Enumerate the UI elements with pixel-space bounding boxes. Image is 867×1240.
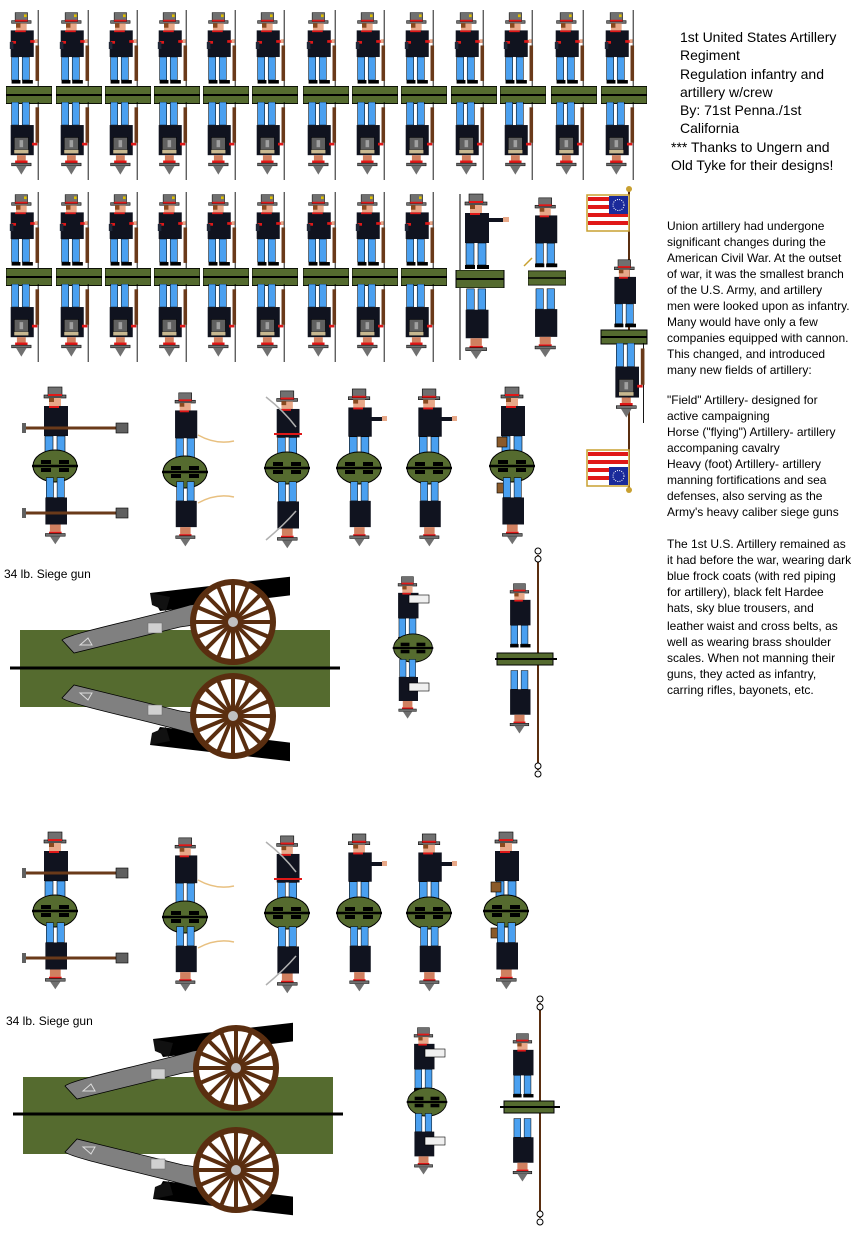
siege-gun-2-sprite bbox=[13, 1013, 343, 1218]
crew-sword bbox=[264, 390, 310, 549]
desc-line: active campaigning bbox=[667, 409, 770, 423]
title-line: Regiment bbox=[680, 47, 740, 64]
desc-line: significant changes during the bbox=[667, 235, 826, 249]
ammo-bearer-2-sprite bbox=[405, 1027, 449, 1175]
ammo-bearer-2 bbox=[403, 1025, 463, 1180]
desc-line: hats, sky blue trousers, and bbox=[667, 601, 814, 615]
crew-lanyard bbox=[162, 837, 235, 992]
desc-line: Heavy (foot) Artillery- artillery bbox=[667, 457, 822, 471]
desc-line: leather waist and cross belts, as bbox=[667, 619, 838, 633]
crew-pointing bbox=[336, 833, 387, 992]
desc-line: American Civil War. At the outset bbox=[667, 251, 842, 265]
crew-row-2 bbox=[0, 830, 560, 995]
crew-rammer bbox=[22, 831, 129, 990]
thanks-line: *** Thanks to Ungern and bbox=[671, 138, 830, 155]
siege-gun-1-sprite bbox=[10, 575, 340, 775]
gun-label: 34 lb. Siege gun bbox=[4, 567, 91, 581]
desc-line: carring rifles, bayonets, etc. bbox=[667, 683, 814, 697]
desc-line: Many would have only a few bbox=[667, 315, 818, 329]
description-types: "Field" Artillery- designed for active c… bbox=[667, 392, 867, 520]
crew-pointing bbox=[336, 388, 387, 547]
desc-line: guns, they acted as infantry, bbox=[667, 667, 817, 681]
crew-bucket bbox=[489, 386, 535, 545]
author-line: California bbox=[680, 120, 740, 137]
sponge-bearer-2 bbox=[500, 993, 570, 1228]
desc-line: The 1st U.S. Artillery remained as bbox=[667, 537, 846, 551]
crew-bucket bbox=[483, 831, 529, 990]
flag-top-icon bbox=[586, 194, 630, 232]
crew-row-1-sprites bbox=[22, 386, 535, 549]
sponge-bearer-2-sprite bbox=[500, 995, 560, 1226]
crew-pointing bbox=[406, 833, 457, 992]
ammo-bearer-1 bbox=[385, 575, 445, 725]
author-line: By: 71st Penna./1st bbox=[680, 102, 802, 119]
infantry-row-2 bbox=[2, 192, 582, 362]
desc-line: accompaning cavalry bbox=[667, 441, 780, 455]
desc-line: companies equipped with cannon. bbox=[667, 331, 849, 345]
color-bearer-sprite bbox=[586, 186, 648, 493]
thanks-line: Old Tyke for their designs! bbox=[671, 157, 834, 174]
desc-line: of the U.S. Army, and artillery bbox=[667, 283, 823, 297]
desc-line: "Field" Artillery- designed for bbox=[667, 393, 818, 407]
title-block: 1st United States Artillery Regiment Reg… bbox=[671, 28, 865, 174]
description-uniform: The 1st U.S. Artillery remained as it ha… bbox=[667, 536, 867, 698]
crew-pointing bbox=[406, 388, 457, 547]
desc-line: many new fields of artillery: bbox=[667, 363, 812, 377]
sponge-bearer-1-sprite bbox=[495, 547, 557, 778]
crew-row-1 bbox=[0, 385, 560, 550]
desc-line: blue frock coats (with red piping bbox=[667, 569, 836, 583]
infantry-row-2-sprites bbox=[6, 192, 566, 362]
desc-line: for artillery), black felt Hardee bbox=[667, 585, 824, 599]
infantry-row-1-sprites bbox=[6, 10, 647, 180]
crew-sword bbox=[264, 835, 310, 994]
crew-row-2-sprites bbox=[22, 831, 529, 994]
desc-line: This changed, and introduced bbox=[667, 347, 826, 361]
desc-line: defenses, also serving as the bbox=[667, 489, 823, 503]
flag-bottom-icon bbox=[586, 449, 630, 487]
crew-lanyard bbox=[162, 392, 235, 547]
subtitle-line: Regulation infantry and bbox=[680, 65, 824, 82]
gun-label: 34 lb. Siege gun bbox=[6, 1014, 93, 1028]
desc-line: men were looked upon as infantry. bbox=[667, 299, 850, 313]
sponge-bearer-1 bbox=[495, 545, 565, 780]
desc-line: Union artillery had undergone bbox=[667, 219, 825, 233]
color-bearer bbox=[585, 185, 665, 495]
description-intro: Union artillery had undergone significan… bbox=[667, 218, 867, 378]
infantry-row-1 bbox=[2, 10, 647, 180]
subtitle-line: artillery w/crew bbox=[680, 83, 773, 100]
desc-line: of war, it was the smallest branch bbox=[667, 267, 844, 281]
ammo-bearer-1-sprite bbox=[391, 576, 435, 720]
desc-line: Horse ("flying") Artillery- artillery bbox=[667, 425, 836, 439]
crew-rammer bbox=[22, 386, 129, 545]
siege-gun-2 bbox=[3, 1013, 353, 1218]
desc-line: manning fortifications and sea bbox=[667, 473, 827, 487]
title-line: 1st United States Artillery bbox=[680, 29, 837, 45]
desc-line: scales. When not manning their bbox=[667, 651, 836, 665]
desc-line: it had before the war, wearing dark bbox=[667, 553, 852, 567]
desc-line: well as wearing brass shoulder bbox=[667, 635, 832, 649]
siege-gun-1 bbox=[0, 575, 350, 775]
desc-line: Army's heavy caliber siege guns bbox=[667, 505, 839, 519]
